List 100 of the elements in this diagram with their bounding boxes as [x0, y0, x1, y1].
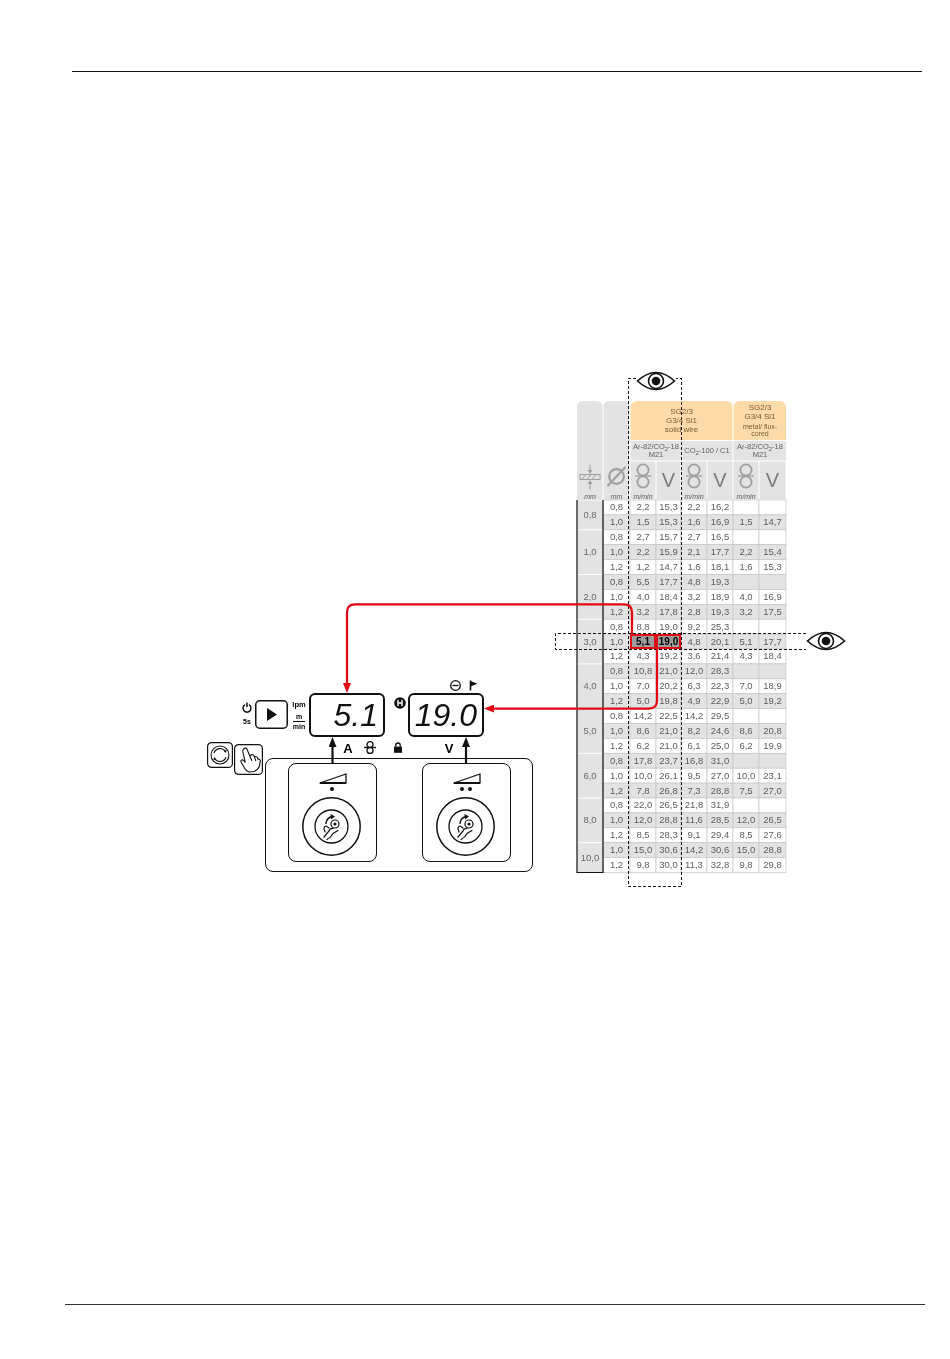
voltage-value: 19,2: [763, 696, 782, 706]
material-header: SG2/3 G3/4 Si1: [743, 402, 777, 421]
wire-speed-value: 5,5: [636, 577, 650, 587]
arrow: [328, 737, 337, 763]
wire-diameter-value: 1,0: [609, 815, 624, 826]
plate-thickness-value: 3,0: [583, 636, 597, 647]
wire-diameter-value: 0,8: [609, 711, 624, 721]
wire-diameter-value: 1,0: [609, 547, 624, 557]
plate-thickness-value: 5,0: [583, 726, 597, 736]
voltage-value: 29,4: [710, 830, 730, 840]
voltage-value: 21,0: [659, 726, 678, 736]
voltage-value: 22,5: [659, 711, 678, 721]
voltage-value: 31,0: [710, 756, 730, 766]
wire-speed-value: 4,8: [687, 636, 701, 647]
voltage-value: 28,3: [659, 830, 678, 840]
voltage-label: V: [444, 741, 454, 755]
wire-speed-value: 22,0: [633, 800, 653, 811]
wire-speed-value: 3,2: [739, 607, 753, 617]
voltage-value: 29,5: [710, 711, 730, 721]
voltage-value: 32,8: [710, 860, 730, 870]
wire-speed-value: 1,2: [636, 562, 650, 572]
wire-diameter-value: 1,2: [609, 785, 624, 796]
voltage-value: 15,3: [659, 517, 678, 528]
voltage-value: 23,7: [659, 756, 678, 766]
wire-speed-value: 4,0: [739, 592, 753, 602]
wire-speed-value: 7,5: [739, 785, 753, 796]
voltage-value: 22,3: [710, 681, 730, 691]
voltage-value: 20,8: [763, 726, 782, 736]
wire-diameter-value: 1,2: [609, 696, 624, 706]
wire-speed-value: 11,6: [685, 815, 703, 826]
wire-diameter-value: 1,2: [609, 830, 624, 840]
voltage-value: 23,1: [763, 770, 782, 781]
voltage-value: 26,5: [763, 815, 782, 826]
wire-speed-value: 12,0: [736, 815, 756, 826]
wire-speed-value: 9,1: [687, 830, 701, 840]
voltage-value: 20,1: [710, 636, 730, 647]
wire-speed-value: 11,3: [685, 860, 703, 870]
wire-speed-value: 7,3: [687, 785, 701, 796]
wire-speed-value: 3,2: [636, 607, 650, 617]
voltage-value: 16,9: [710, 517, 730, 528]
wire-diameter-value: 1,0: [609, 517, 624, 528]
voltage-value: 24,6: [710, 726, 730, 736]
display-screen: 19.0: [408, 693, 484, 737]
wire-diameter-value: 1,0: [609, 592, 624, 602]
wire-diameter-value: 0,8: [609, 577, 624, 587]
wire-diameter-value: 0,8: [609, 532, 624, 542]
voltage-value: 30,6: [710, 845, 730, 855]
voltage-value: 19,8: [659, 696, 678, 706]
wire-speed-value: 8,5: [636, 830, 650, 840]
arrow: [343, 603, 634, 693]
wire-speed-value: 3,2: [687, 592, 701, 602]
voltage-value: 28,8: [763, 845, 782, 855]
voltage-value: 18,1: [710, 562, 730, 572]
wire-speed-value: 15,0: [736, 845, 756, 855]
wire-diameter-value: 1,2: [609, 562, 624, 572]
wire-speed-value: 1,5: [739, 517, 753, 528]
wire-speed-value: 6,2: [739, 741, 753, 751]
wire-speed-value: 21,8: [684, 800, 704, 811]
plate-thickness-value: 1,0: [583, 547, 597, 557]
wire-speed-value: 2,2: [636, 547, 650, 557]
wire-speed-value: 3,6: [687, 651, 701, 662]
wire-speed-value: 8,2: [687, 726, 701, 736]
voltage-value: 18,4: [763, 651, 782, 662]
voltage-value: 19,0: [659, 621, 678, 632]
wire-speed-value: 12,0: [633, 815, 653, 826]
plate-thickness-value: 10,0: [580, 852, 600, 863]
wire-diameter-value: 0,8: [609, 800, 624, 811]
wire-speed-value: 4,3: [636, 651, 650, 662]
voltage-value: 19,3: [710, 607, 730, 617]
voltage-value: 27,6: [763, 830, 782, 840]
voltage-value: 17,5: [763, 607, 782, 617]
voltage-header: V: [713, 470, 727, 490]
arrow: [462, 737, 470, 763]
wire-speed-value: 8,5: [739, 830, 753, 840]
voltage-value: 21,0: [659, 666, 678, 677]
current-label: A: [343, 741, 353, 755]
voltage-value: 28,8: [710, 785, 730, 796]
wire-speed-value: 17,8: [633, 756, 653, 766]
voltage-value: 14,7: [763, 517, 782, 528]
wire-diameter-value: 1,2: [609, 741, 624, 751]
wire-speed-value: 15,0: [633, 845, 653, 855]
control-panel-frame: [265, 758, 533, 872]
wire-speed-value: 5,1: [739, 636, 753, 647]
wire-speed-value: 2,1: [687, 547, 701, 557]
voltage-value: 16,9: [763, 592, 782, 602]
wire-diameter-value: 1,2: [609, 860, 624, 870]
wire-speed-value: 4,3: [739, 651, 753, 662]
wire-speed-value: 2,2: [636, 502, 650, 513]
wire-speed-value: 2,8: [687, 607, 701, 617]
wire-diameter-value: 1,0: [609, 770, 624, 781]
voltage-value: 30,0: [659, 860, 678, 870]
wire-diameter-value: 1,0: [609, 681, 624, 691]
plate-thickness-value: 2,0: [583, 592, 597, 602]
plate-thickness-value: 4,0: [583, 681, 597, 691]
voltage-value: 19,9: [763, 741, 782, 751]
wire-speed-value: 1,6: [687, 517, 701, 528]
wire-speed-value: 5,0: [636, 696, 650, 706]
voltage-value: 28,8: [659, 815, 678, 826]
voltage-value: 15,9: [659, 547, 678, 557]
wire-speed-value: 9,5: [687, 770, 701, 781]
